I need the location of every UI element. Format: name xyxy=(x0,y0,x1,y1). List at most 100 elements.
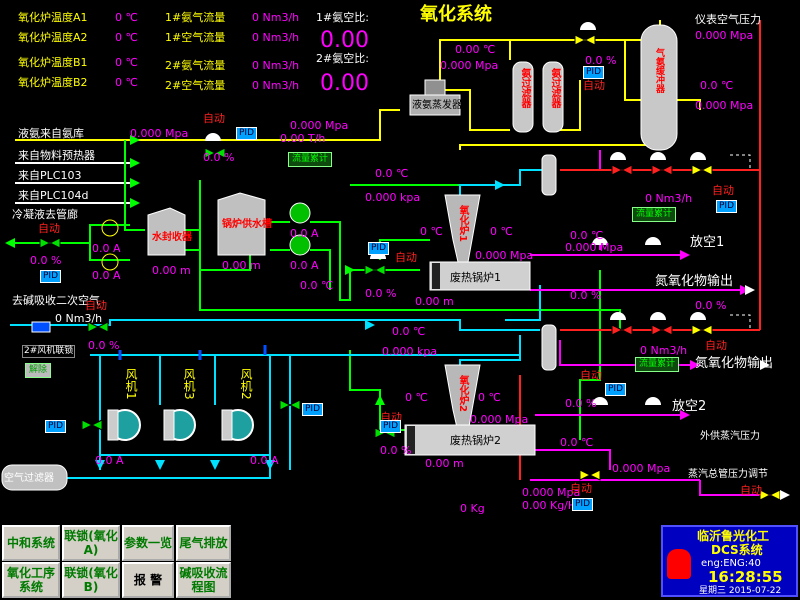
nav-button-interlock-b[interactable]: 联锁(氧化B) xyxy=(62,562,120,598)
label-vaporizer: 液氨蒸发器 xyxy=(412,100,462,111)
status-auto-steam[interactable]: 自动 xyxy=(570,482,592,495)
nav-button-interlock-a[interactable]: 联锁(氧化A) xyxy=(62,525,120,561)
status-auto-top[interactable]: 自动 xyxy=(583,79,605,92)
value-ammonia-valve-percent: 0.0 % xyxy=(203,151,235,164)
label-oxidizer-1: 氧化炉1 xyxy=(457,205,468,242)
value-pump-current-1: 0.0 A xyxy=(290,227,319,240)
status-auto-ammonia[interactable]: 自动 xyxy=(203,112,225,125)
value-line2-pressure: 0.000 kpa xyxy=(382,345,438,358)
label-fan-1: 风机1 xyxy=(124,368,138,400)
value-steam-temp: 0.0 ℃ xyxy=(560,436,594,449)
label-temp-a2: 氧化炉温度A2 xyxy=(18,31,88,44)
label-boiler-feed-tank: 锅炉供水槽 xyxy=(222,219,272,230)
status-auto-steam-2[interactable]: 自动 xyxy=(740,484,762,497)
value-oxidizer-2-temp-small: 0 ℃ xyxy=(478,391,501,404)
label-vent-2: 放空2 xyxy=(672,399,707,414)
nav-button-tailgas[interactable]: 尾气排放 xyxy=(176,525,231,561)
pid-button-condensate[interactable]: PID xyxy=(40,270,62,283)
release-button[interactable]: 解除 xyxy=(25,363,52,378)
status-auto-line1[interactable]: 自动 xyxy=(395,251,417,264)
status-auto-right-1[interactable]: 自动 xyxy=(712,184,734,197)
value-boiler-2-level: 0.00 m xyxy=(425,457,464,470)
value-steam-main-pressure: 0.000 Mpa xyxy=(522,486,581,499)
label-ratio-1: 1#氨空比: xyxy=(316,11,369,24)
status-auto-secondary-air[interactable]: 自动 xyxy=(85,299,107,312)
value-fan-2-current: 0.0 A xyxy=(250,454,279,467)
nav-button-params[interactable]: 参数一览 xyxy=(122,525,174,561)
flow-total-button-2[interactable]: 流量累计 xyxy=(632,207,677,222)
nav-button-alkali[interactable]: 碱吸收流程图 xyxy=(176,562,231,598)
value-temp-b2: 0 ℃ xyxy=(115,76,138,89)
value-line1-valve-percent: 0.0 % xyxy=(365,287,397,300)
pid-button-steam[interactable]: PID xyxy=(572,498,594,511)
value-steam-pressure: 0.000 Mpa xyxy=(612,462,671,475)
nav-button-oxidation[interactable]: 氧化工序系统 xyxy=(2,562,60,598)
value-vaporizer-pressure: 0.000 Mpa xyxy=(440,59,499,72)
status-auto-vent2[interactable]: 自动 xyxy=(580,369,602,382)
label-steam-pressure: 外供蒸汽压力 xyxy=(700,431,760,442)
pid-button-line2[interactable]: PID xyxy=(380,420,402,433)
nav-button-alarm[interactable]: 报 警 xyxy=(122,562,174,598)
label-temp-a1: 氧化炉温度A1 xyxy=(18,11,88,24)
label-temp-b2: 氧化炉温度B2 xyxy=(18,76,88,89)
clock: 16:28:55 xyxy=(708,568,783,586)
label-air-buffer: 气氨缓冲器 xyxy=(654,48,664,93)
value-flow-right-2: 0 Nm3/h xyxy=(640,344,688,357)
value-buffer-temp: 0.0 ℃ xyxy=(700,79,734,92)
label-fan-3: 风机3 xyxy=(182,368,196,400)
value-mixer-1-temp: 0.0 ℃ xyxy=(375,167,409,180)
pid-button-fan-left[interactable]: PID xyxy=(45,420,67,433)
label-air-flow-2: 2#空气流量 xyxy=(165,79,226,92)
status-auto-condensate[interactable]: 自动 xyxy=(38,222,60,235)
system-name: DCS系统 xyxy=(711,543,763,557)
value-vent2-percent: 0.0 % xyxy=(565,397,597,410)
value-pump-current-2: 0.0 A xyxy=(290,259,319,272)
label-nox-output-2: 氮氧化物输出 xyxy=(695,356,774,371)
value-oxidizer-2-temp: 0 ℃ xyxy=(405,391,428,404)
value-feed-temp: 0.0 ℃ xyxy=(300,279,334,292)
label-fan-interlock[interactable]: 2#风机联锁 xyxy=(22,345,76,358)
value-secondary-air-flow: 0 Nm3/h xyxy=(55,312,103,325)
label-ammonia-filter-2: 氨过滤器 xyxy=(549,68,560,108)
value-air-flow-1: 0 Nm3/h xyxy=(252,31,300,44)
label-oxidizer-2: 氧化炉2 xyxy=(457,375,468,412)
label-from-plc104d: 来自PLC104d xyxy=(18,189,89,202)
label-ammonia-filter-1: 氨过滤器 xyxy=(519,68,530,108)
label-from-plc103: 来自PLC103 xyxy=(18,169,82,182)
value-temp-a1: 0 ℃ xyxy=(115,11,138,24)
value-oxidizer-2-pressure: 0.000 Mpa xyxy=(470,413,529,426)
label-ratio-2: 2#氨空比: xyxy=(316,52,369,65)
status-auto-right-2[interactable]: 自动 xyxy=(705,339,727,352)
value-line2-temp: 0.0 ℃ xyxy=(392,325,426,338)
value-ammonia-flow-2: 0 Nm3/h xyxy=(252,59,300,72)
value-temp-a2: 0 ℃ xyxy=(115,31,138,44)
label-ammonia-flow-2: 2#氨气流量 xyxy=(165,59,226,72)
value-ammonia-line-pressure: 0.000 Mpa xyxy=(290,119,349,132)
label-temp-b1: 氧化炉温度B1 xyxy=(18,56,88,69)
value-ratio-1: 0.00 xyxy=(320,28,369,53)
value-ammonia-line-flow: 0.00 T/h xyxy=(280,132,326,145)
company-name: 临沂鲁光化工 xyxy=(697,529,770,543)
label-boiler-1: 废热锅炉1 xyxy=(450,271,501,284)
pid-button-top[interactable]: PID xyxy=(583,66,605,79)
pid-button-vent2[interactable]: PID xyxy=(605,383,627,396)
value-line2-valve-percent: 0.0 % xyxy=(380,444,412,457)
value-fan-1-current: 0.0 A xyxy=(95,454,124,467)
pid-button-right-1[interactable]: PID xyxy=(716,200,738,213)
pid-button-ammonia[interactable]: PID xyxy=(236,127,258,140)
value-ratio-2: 0.00 xyxy=(320,71,369,96)
value-valve-top-percent: 0.0 % xyxy=(585,54,617,67)
status-auto-line2[interactable]: 自动 xyxy=(380,411,402,424)
page-title: 氧化系统 xyxy=(420,4,492,25)
value-pump-a-1: 0.0 A xyxy=(92,242,121,255)
value-ammonia-flow-1: 0 Nm3/h xyxy=(252,11,300,24)
value-buffer-pressure: 0.000 Mpa xyxy=(695,99,754,112)
flow-total-button-1[interactable]: 流量累计 xyxy=(288,152,333,167)
value-feed-tank-level: 0.00 m xyxy=(222,259,261,272)
value-vaporizer-temp: 0.00 ℃ xyxy=(455,43,496,56)
pid-button-fan-right[interactable]: PID xyxy=(302,403,324,416)
nav-button-neutralize[interactable]: 中和系统 xyxy=(2,525,60,561)
flow-total-button-3[interactable]: 流量累计 xyxy=(635,357,680,372)
pid-button-line1[interactable]: PID xyxy=(368,242,390,255)
label-fan-2: 风机2 xyxy=(239,368,253,400)
